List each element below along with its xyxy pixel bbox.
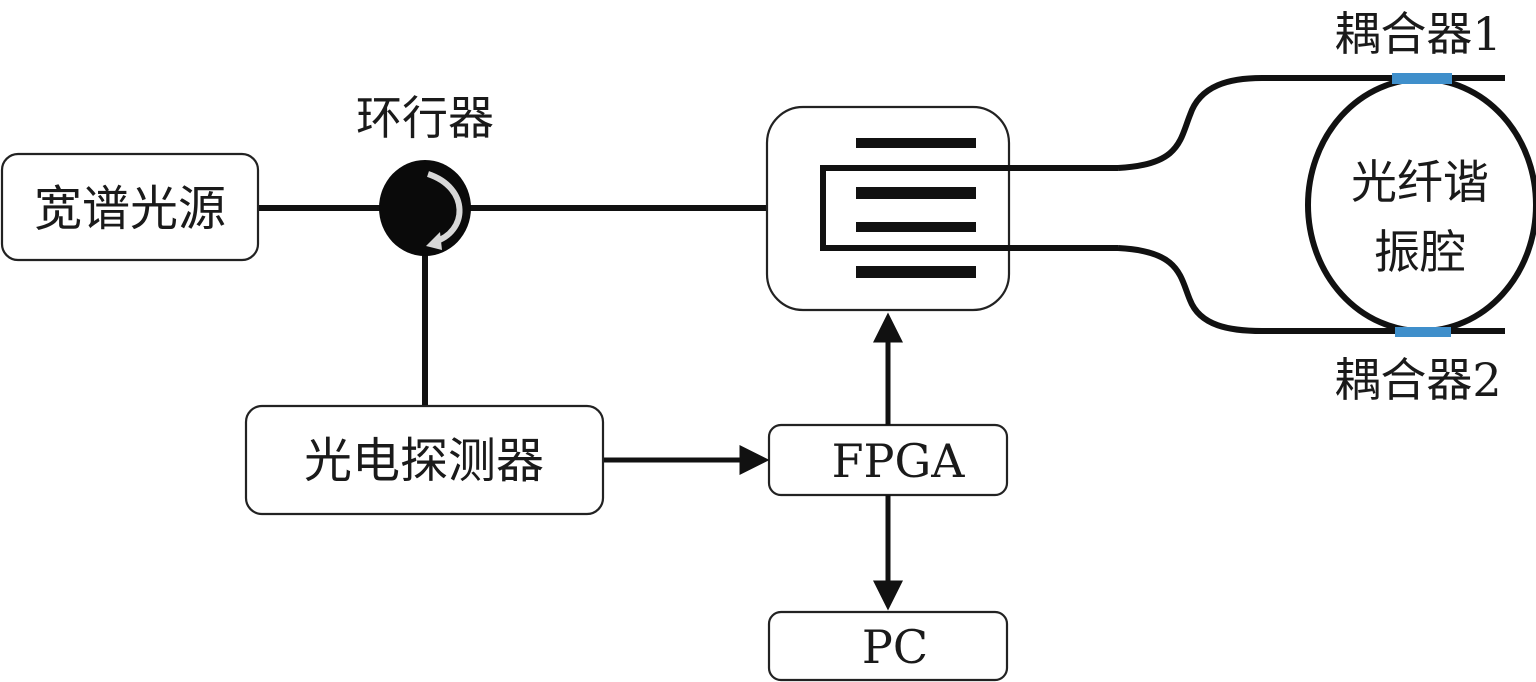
coupler1-marker [1392, 73, 1452, 84]
electrode-4 [856, 266, 976, 278]
broadband-source-label: 宽谱光源 [34, 181, 226, 237]
resonator-label-line1: 光纤谐 [1351, 155, 1489, 209]
waveguide-modulator [765, 105, 1118, 312]
pc-box [767, 610, 1009, 682]
circulator-label: 环行器 [356, 91, 494, 145]
coupler2-marker [1395, 327, 1451, 337]
resonator-label-line2: 振腔 [1374, 225, 1466, 279]
fpga-label: FPGA [832, 434, 966, 488]
pc-label: PC [862, 620, 928, 674]
fiber-to-coupler1 [1117, 75, 1505, 171]
circulator-arrow-icon [426, 171, 463, 245]
circulator-arrowhead-icon [426, 232, 442, 250]
coupler1-label: 耦合器1 [1334, 7, 1501, 61]
photodetector-label: 光电探测器 [304, 433, 544, 489]
broadband-source-box [0, 152, 260, 262]
electrode-3 [856, 222, 976, 232]
photodetector-box [244, 404, 605, 516]
electrode-2 [856, 187, 976, 199]
fiber-to-coupler2 [1117, 245, 1505, 334]
coupler2-label: 耦合器2 [1334, 353, 1501, 407]
circulator [379, 160, 471, 256]
electrode-1 [856, 138, 976, 148]
modulator-box [765, 105, 1011, 312]
